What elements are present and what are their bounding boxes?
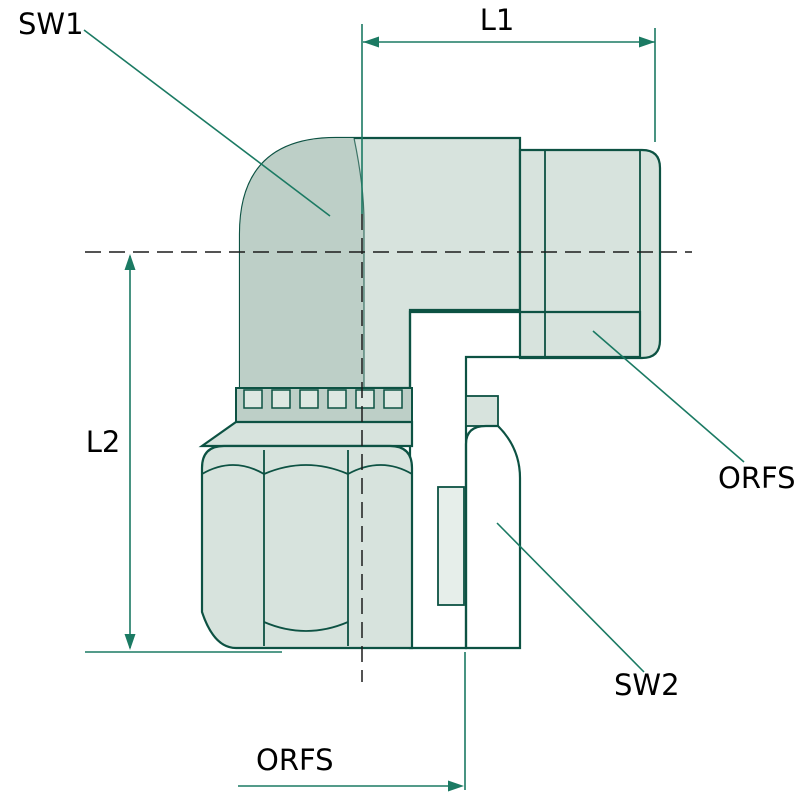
swivel-nut-section — [464, 424, 522, 650]
label-orfs-right: ORFS — [718, 461, 796, 495]
dimension-l2 — [85, 254, 282, 653]
label-sw2: SW2 — [614, 668, 680, 702]
nut-shoulder — [198, 420, 414, 448]
l2-arrow-down — [124, 634, 136, 650]
dimension-l1 — [361, 24, 656, 214]
collar-teeth — [243, 389, 403, 409]
leader-sw2 — [496, 522, 645, 673]
male-thread-end — [518, 148, 662, 360]
hex-nut — [200, 444, 414, 650]
l2-arrow-up — [124, 254, 136, 270]
label-l2: L2 — [86, 425, 121, 459]
fitting-elbow — [198, 136, 662, 650]
hex-chamfer-arc-top-left — [201, 464, 265, 475]
label-l1: L1 — [480, 3, 515, 37]
serrated-collar-band — [235, 387, 413, 423]
l1-arrow-right — [639, 36, 655, 48]
hex-chamfer-arc-bottom-mid — [263, 621, 349, 632]
elbow-bend-shading — [240, 138, 364, 388]
l1-arrow-left — [363, 36, 379, 48]
label-orfs-bottom: ORFS — [256, 743, 334, 777]
collar-section-block — [465, 395, 499, 427]
leader-orfs-right — [592, 330, 745, 463]
dimension-orfs-bottom — [238, 652, 466, 792]
bore-slot — [437, 486, 465, 606]
label-sw1: SW1 — [18, 7, 84, 41]
orfs-bottom-arrow — [448, 780, 464, 792]
hex-chamfer-arc-top-right — [347, 464, 413, 475]
leader-sw1 — [83, 29, 331, 217]
hex-chamfer-arc-top-mid — [263, 464, 349, 475]
